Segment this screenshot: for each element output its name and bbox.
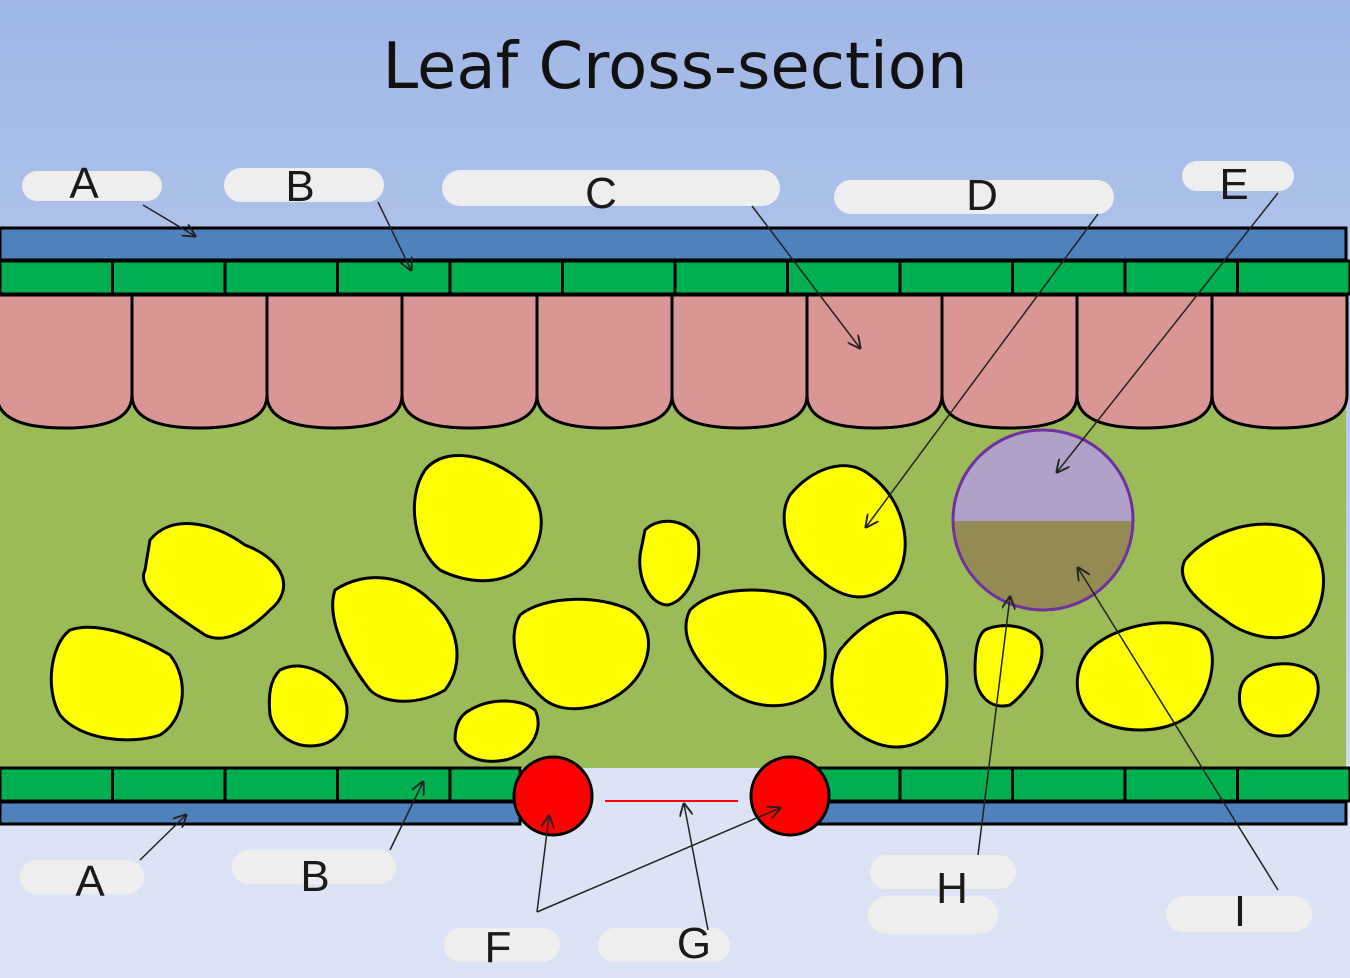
spongy-cell: [331, 576, 459, 703]
spongy-cell: [1238, 662, 1320, 738]
upper-epidermis-cell: [786, 259, 902, 296]
upper-epidermis: [0, 259, 1350, 296]
palisade-cell: [265, 293, 404, 430]
palisade-cell: [940, 293, 1079, 430]
spongy-cell: [684, 588, 827, 708]
pill-i: [1166, 896, 1312, 932]
label-f: F: [484, 923, 512, 972]
lower-cuticle-left: [0, 800, 522, 826]
arrow-d: [866, 213, 1099, 527]
spongy-cell: [453, 699, 540, 763]
palisade-cell: [805, 293, 944, 430]
pill-g: [598, 928, 730, 962]
arrow-g: [684, 804, 709, 931]
label-h: H: [936, 864, 968, 913]
spongy-cell: [512, 597, 650, 711]
label-b-bottom: B: [300, 852, 330, 901]
spongy-cell: [782, 464, 907, 599]
arrow-i: [1078, 568, 1279, 891]
guard-cell-right: [749, 755, 831, 837]
upper-epidermis-cell: [898, 259, 1014, 296]
lower-epidermis-cell: [1011, 766, 1127, 803]
palisade-cell: [535, 293, 674, 430]
lower-epidermis-cell: [111, 766, 227, 803]
spongy-cell: [412, 454, 543, 583]
palisade-cell: [0, 293, 134, 430]
palisade-cell: [670, 293, 809, 430]
arrow-c: [751, 205, 860, 348]
palisade-cell: [400, 293, 539, 430]
upper-epidermis-cell: [448, 259, 564, 296]
spongy-cells: [49, 454, 1325, 763]
lower-epidermis-cell: [898, 766, 1014, 803]
arrow-e: [1057, 192, 1279, 472]
pointer-arrows: [139, 192, 1279, 931]
arrow-f-right: [536, 808, 780, 913]
upper-epidermis-cell: [0, 259, 114, 296]
upper-epidermis-cell: [1236, 259, 1350, 296]
spongy-cell: [141, 522, 286, 640]
guard-cell-left: [512, 755, 594, 837]
label-pills: [20, 161, 1312, 962]
label-a-bottom: A: [75, 857, 105, 906]
label-b-top: B: [285, 162, 315, 211]
upper-cuticle: [0, 226, 1348, 262]
arrow-h: [977, 597, 1010, 856]
pill-c: [442, 170, 780, 206]
upper-epidermis-cell: [673, 259, 789, 296]
label-g: G: [676, 919, 712, 968]
spongy-cell: [973, 624, 1044, 708]
label-i: I: [1233, 887, 1247, 936]
vacuole-membrane: [951, 428, 1135, 612]
pill-h-1: [870, 855, 1016, 889]
upper-epidermis-cell: [1011, 259, 1127, 296]
palisade-cell: [130, 293, 269, 430]
palisade-cells: [0, 293, 1349, 430]
lower-epidermis-cell: [1236, 766, 1350, 803]
pill-a-top: [22, 171, 162, 201]
arrow-b-bottom: [389, 782, 423, 851]
page-title: Leaf Cross-section: [382, 30, 968, 104]
spongy-cell: [267, 664, 349, 748]
pill-b-top: [224, 168, 384, 202]
pill-b-bottom: [232, 850, 396, 884]
lower-cuticle-right: [788, 800, 1348, 826]
arrow-a-top: [142, 204, 195, 236]
label-d: D: [966, 171, 998, 220]
label-c: C: [585, 169, 617, 218]
lower-epidermis-cell: [448, 766, 522, 803]
upper-epidermis-cell: [561, 259, 677, 296]
lower-epidermis-cell: [0, 766, 114, 803]
arrow-a-bottom: [139, 815, 186, 861]
upper-epidermis-cell: [223, 259, 339, 296]
pill-a-bottom: [20, 860, 144, 894]
arrow-b-top: [377, 201, 411, 270]
lower-epidermis-cell: [336, 766, 452, 803]
label-e: E: [1219, 160, 1249, 209]
spongy-cell: [830, 610, 949, 749]
upper-epidermis-cell: [111, 259, 227, 296]
label-a-top: A: [69, 159, 99, 208]
pill-e: [1182, 161, 1294, 191]
arrow-f-left: [536, 816, 549, 913]
pill-f: [444, 928, 560, 962]
upper-epidermis-cell: [336, 259, 452, 296]
lower-epidermis-cell: [1123, 766, 1239, 803]
spongy-cell: [49, 625, 184, 742]
pill-h-2: [868, 896, 998, 934]
spongy-cell: [638, 519, 701, 607]
lower-epidermis-cell: [223, 766, 339, 803]
spongy-cell: [1180, 522, 1325, 640]
pill-d: [834, 180, 1114, 214]
palisade-cell: [1210, 293, 1349, 430]
